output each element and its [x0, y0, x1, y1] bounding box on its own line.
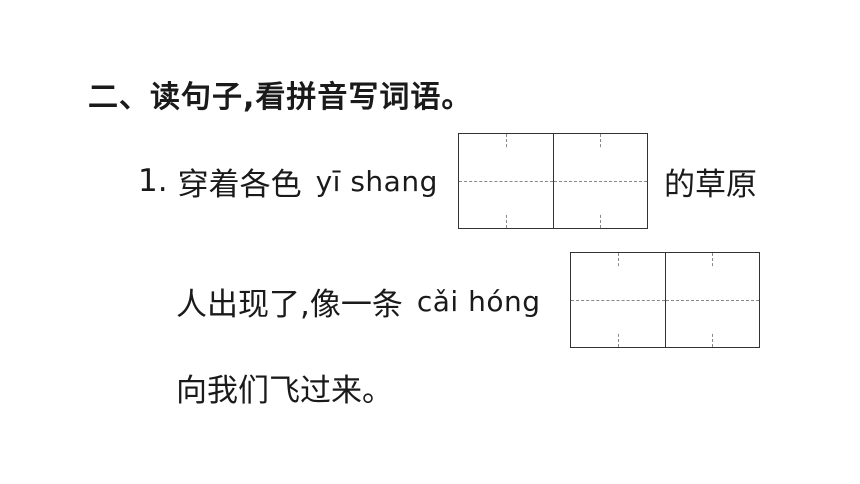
exercise-heading: 二、读句子,看拼音写词语。 [88, 80, 473, 115]
sentence-line-3: 向我们飞过来。 [176, 364, 393, 410]
pinyin-prompt-1: yī shang [315, 164, 438, 198]
sentence-line-2: 人出现了,像一条 cǎi hóng [176, 278, 541, 324]
item-number: 1. [138, 163, 168, 199]
sentence-line-1-end: 的草原 [664, 158, 757, 204]
writing-cell[interactable] [571, 253, 665, 347]
sentence-text-after-1: 的草原 [664, 166, 757, 203]
writing-cell[interactable] [552, 134, 648, 228]
sentence-text-before-2: 人出现了,像一条 [176, 286, 403, 323]
writing-cell[interactable] [459, 134, 553, 228]
sentence-text-3: 向我们飞过来。 [176, 372, 393, 409]
writing-grid-2[interactable] [570, 252, 760, 348]
writing-grid-1[interactable] [458, 133, 648, 229]
sentence-line-1: 1. 穿着各色 yī shang [138, 158, 438, 204]
pinyin-prompt-2: cǎi hóng [416, 284, 541, 318]
sentence-text-before-1: 穿着各色 [177, 166, 302, 203]
writing-cell[interactable] [664, 253, 760, 347]
